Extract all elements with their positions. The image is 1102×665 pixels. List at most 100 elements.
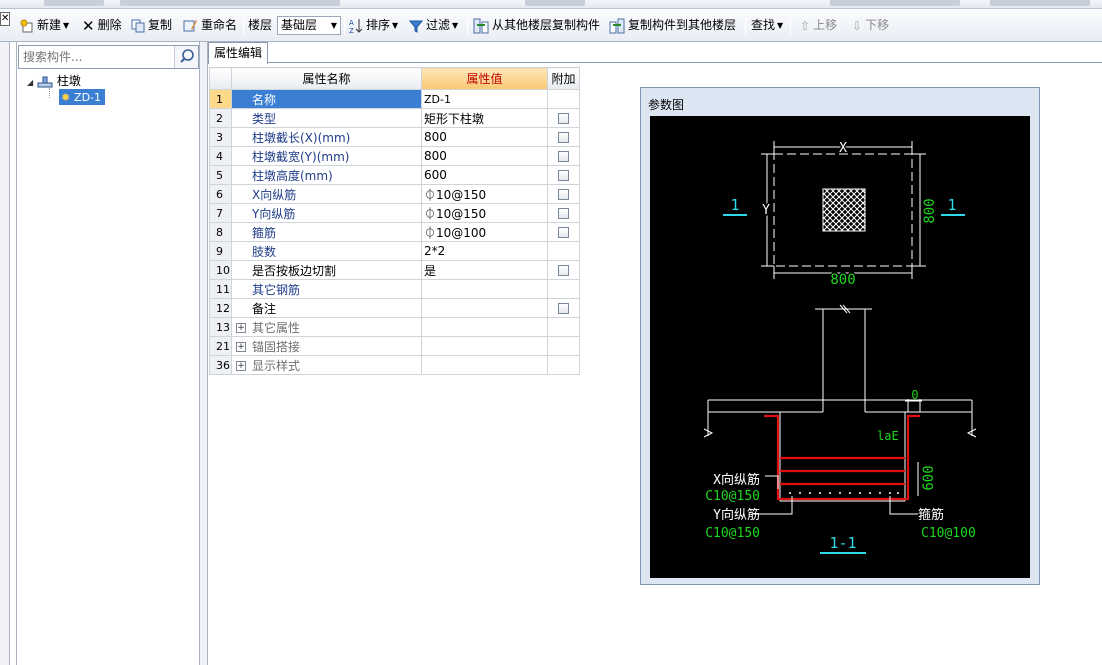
panel-splitter[interactable] [200, 42, 208, 665]
tree-item-zd-1[interactable]: ✹ ZD-1 [59, 89, 106, 105]
property-name-cell[interactable]: 柱墩截宽(Y)(mm) [231, 146, 422, 166]
extra-cell[interactable] [547, 203, 580, 223]
property-value-cell[interactable]: 2*2 [421, 241, 548, 261]
header-extra[interactable]: 附加 [547, 67, 580, 90]
collapse-triangle-icon[interactable]: ◢ [27, 78, 34, 87]
property-value-cell[interactable]: 600 [421, 165, 548, 185]
property-value-cell[interactable]: 800 [421, 127, 548, 147]
table-row[interactable]: 36+显示样式 [209, 355, 580, 375]
property-value-cell[interactable] [421, 336, 548, 356]
property-value-cell[interactable] [421, 298, 548, 318]
property-name-text: 锚固搭接 [252, 339, 301, 354]
copy-from-other-floor-button[interactable]: 从其他楼层复制构件 [473, 15, 600, 35]
property-name-cell[interactable]: 备注 [231, 298, 422, 318]
expand-plus-icon[interactable]: + [236, 342, 246, 352]
extra-checkbox[interactable] [558, 208, 569, 219]
property-name-cell[interactable]: 是否按板边切割 [231, 260, 422, 280]
property-name-cell[interactable]: 其它钢筋 [231, 279, 422, 299]
expand-plus-icon[interactable]: + [236, 361, 246, 371]
rename-button[interactable]: 重命名 [183, 15, 237, 35]
rename-icon [183, 20, 197, 32]
property-name-cell[interactable]: X向纵筋 [231, 184, 422, 204]
extra-cell[interactable] [547, 222, 580, 242]
property-value-cell[interactable] [421, 317, 548, 337]
stirrup-spec: C10@100 [921, 526, 976, 541]
rebar-dots [789, 492, 899, 494]
search-button[interactable] [174, 46, 198, 68]
extra-checkbox[interactable] [558, 113, 569, 124]
plan-dim-y: Y [762, 203, 770, 218]
property-value-cell[interactable]: 矩形下柱墩 [421, 108, 548, 128]
delete-button[interactable]: ✕删除 [82, 16, 122, 35]
property-name-cell[interactable]: 肢数 [231, 241, 422, 261]
property-value-cell[interactable] [421, 355, 548, 375]
property-name-cell[interactable]: 名称 [231, 89, 422, 109]
filter-button[interactable]: 过滤▼ [409, 15, 458, 35]
extra-checkbox[interactable] [558, 189, 569, 200]
property-value-cell[interactable] [421, 279, 548, 299]
property-name-cell[interactable]: 类型 [231, 108, 422, 128]
floor-select[interactable]: 基础层 ▼ [277, 16, 341, 35]
copy-button[interactable]: 复制 [131, 15, 172, 35]
property-value-cell[interactable]: ⏀10@150 [421, 203, 548, 223]
expand-plus-icon[interactable]: + [236, 323, 246, 333]
property-name-text: 名称 [252, 92, 277, 107]
property-name-cell[interactable]: 柱墩高度(mm) [231, 165, 422, 185]
floor-label: 楼层 [248, 18, 273, 32]
property-name-cell[interactable]: 箍筋 [231, 222, 422, 242]
property-name-cell[interactable]: +显示样式 [231, 355, 422, 375]
property-name-cell[interactable]: 柱墩截长(X)(mm) [231, 127, 422, 147]
sort-button[interactable]: A Z 排序▼ [349, 18, 399, 34]
move-up-button[interactable]: ⇧上移 [800, 15, 837, 35]
extra-cell[interactable] [547, 184, 580, 204]
property-name-cell[interactable]: +其它属性 [231, 317, 422, 337]
tab-property-edit[interactable]: 属性编辑 [208, 42, 268, 64]
new-button[interactable]: 新建▼ [20, 15, 69, 35]
extra-checkbox[interactable] [558, 151, 569, 162]
extra-cell[interactable] [547, 260, 580, 280]
table-row[interactable]: 13+其它属性 [209, 317, 580, 337]
search-input[interactable] [21, 48, 171, 66]
row-number: 11 [209, 279, 232, 299]
extra-cell[interactable] [547, 298, 580, 318]
property-value-cell[interactable]: ⏀10@150 [421, 184, 548, 204]
property-value-cell[interactable]: ⏀10@100 [421, 222, 548, 242]
extra-cell[interactable] [547, 146, 580, 166]
header-property-value[interactable]: 属性值 [421, 67, 548, 90]
extra-checkbox[interactable] [558, 265, 569, 276]
property-value-cell[interactable]: 800 [421, 146, 548, 166]
table-row[interactable]: 21+锚固搭接 [209, 336, 580, 356]
header-row-number [209, 67, 232, 90]
property-name-cell[interactable]: + 锚固搭接 [231, 336, 422, 356]
extra-checkbox[interactable] [558, 170, 569, 181]
property-value-cell[interactable]: ZD-1 [421, 89, 548, 109]
close-icon[interactable]: ✕ [0, 12, 10, 26]
property-value-cell[interactable]: 是 [421, 260, 548, 280]
find-button[interactable]: 查找▼ [751, 18, 784, 32]
property-name-cell[interactable]: Y向纵筋 [231, 203, 422, 223]
copy-to-other-floor-button[interactable]: 复制构件到其他楼层 [609, 15, 736, 35]
tree-item-root[interactable]: ◢ 柱墩 [27, 74, 81, 88]
extra-cell[interactable] [547, 165, 580, 185]
dropdown-arrow-icon: ▼ [777, 20, 784, 30]
extra-checkbox[interactable] [558, 132, 569, 143]
extra-cell[interactable] [547, 108, 580, 128]
header-property-name[interactable]: 属性名称 [231, 67, 422, 90]
extra-checkbox[interactable] [558, 303, 569, 314]
extra-cell[interactable] [547, 127, 580, 147]
move-down-button[interactable]: ⇩下移 [852, 15, 889, 35]
extra-checkbox[interactable] [558, 227, 569, 238]
